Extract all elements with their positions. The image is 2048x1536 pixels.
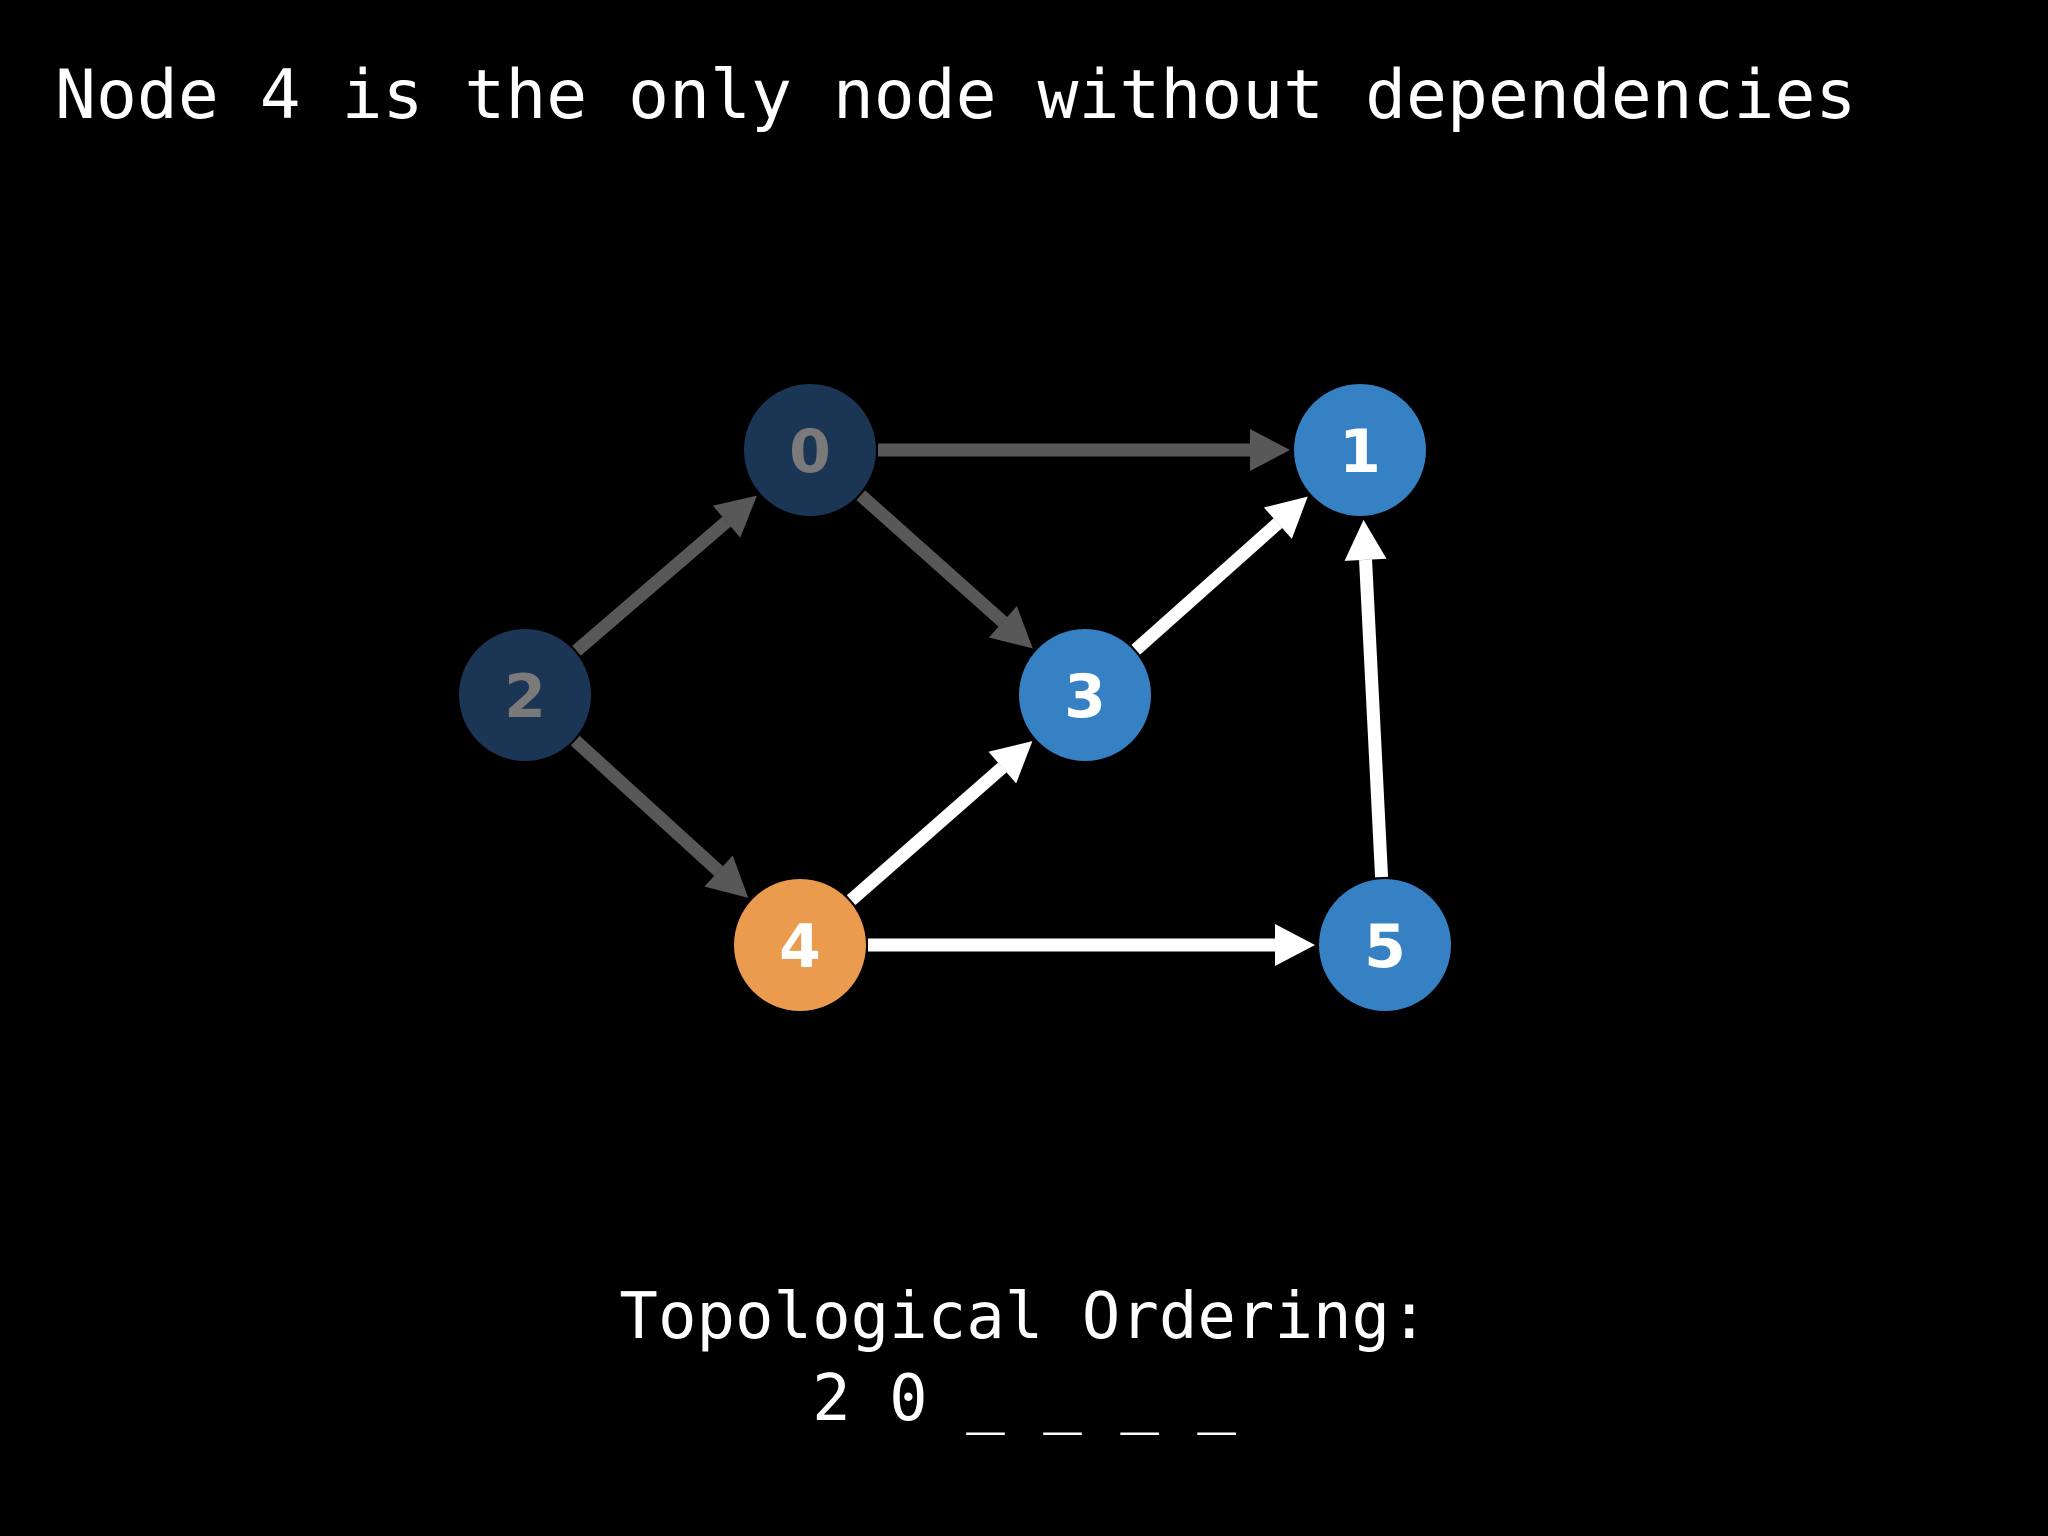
edge-layer — [570, 429, 1389, 966]
node-label-0: 0 — [789, 417, 831, 487]
edge-arrowhead — [988, 606, 1033, 649]
graph-edge-0-to-1 — [878, 429, 1290, 471]
graph-edge-2-to-0 — [572, 495, 757, 656]
topological-ordering-panel: Topological Ordering: 2 0 _ _ _ _ — [0, 1285, 2048, 1431]
node-label-3: 3 — [1064, 662, 1106, 732]
edge-arrowhead — [704, 855, 749, 898]
topological-ordering-label: Topological Ordering: — [619, 1280, 1429, 1354]
graph-edge-2-to-4 — [570, 735, 749, 898]
edge-line — [856, 490, 1008, 627]
edge-line — [572, 516, 731, 656]
node-circle-4[interactable] — [734, 879, 866, 1011]
graph-edge-3-to-1 — [1131, 496, 1308, 655]
graph-node-1[interactable]: 1 — [1294, 384, 1426, 516]
graph-edge-4-to-5 — [868, 924, 1315, 966]
node-circle-5[interactable] — [1319, 879, 1451, 1011]
topological-ordering-value: 2 0 _ _ _ _ — [812, 1362, 1236, 1436]
node-circle-1[interactable] — [1294, 384, 1426, 516]
page-title: Node 4 is the only node without dependen… — [55, 56, 1857, 135]
edge-line — [846, 762, 1007, 906]
node-label-5: 5 — [1364, 912, 1406, 982]
edge-arrowhead — [1263, 496, 1308, 539]
edge-arrowhead — [988, 741, 1033, 784]
graph-edge-4-to-3 — [846, 741, 1033, 906]
graph-node-2[interactable]: 2 — [459, 629, 591, 761]
edge-arrowhead — [1344, 519, 1387, 561]
graph-edge-5-to-1 — [1344, 519, 1389, 878]
node-circle-3[interactable] — [1019, 629, 1151, 761]
edge-arrowhead — [712, 495, 757, 538]
edge-line — [570, 735, 723, 876]
graph-node-5[interactable]: 5 — [1319, 879, 1451, 1011]
node-label-4: 4 — [779, 912, 821, 982]
graph-node-3[interactable]: 3 — [1019, 629, 1151, 761]
node-circle-0[interactable] — [744, 384, 876, 516]
edge-line — [1131, 518, 1283, 655]
node-label-2: 2 — [504, 662, 546, 732]
node-layer: 0 1 2 3 4 5 — [459, 384, 1451, 1011]
edge-line — [1359, 559, 1389, 878]
graph-edge-0-to-3 — [856, 490, 1033, 649]
graph-node-4[interactable]: 4 — [734, 879, 866, 1011]
graph-node-0[interactable]: 0 — [744, 384, 876, 516]
edge-arrowhead — [1250, 429, 1290, 471]
node-label-1: 1 — [1339, 417, 1381, 487]
node-circle-2[interactable] — [459, 629, 591, 761]
edge-arrowhead — [1275, 924, 1315, 966]
